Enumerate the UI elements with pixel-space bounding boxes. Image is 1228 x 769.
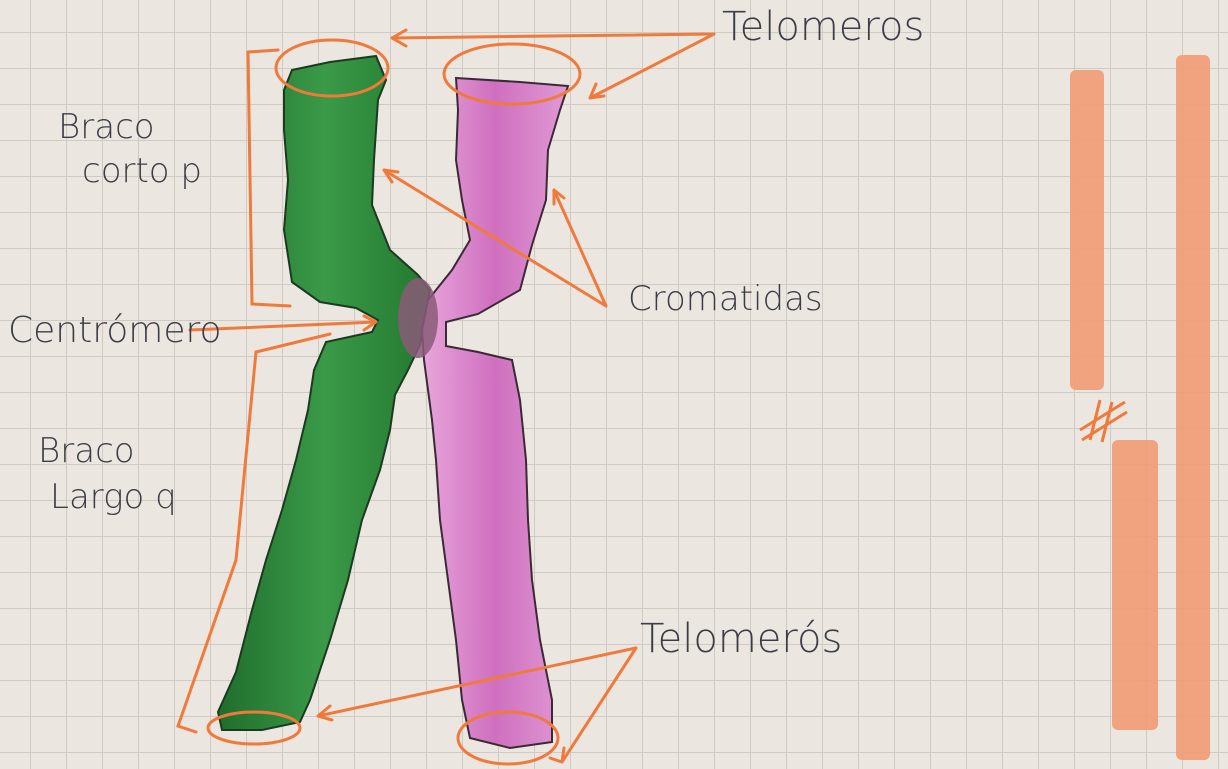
label-centromero: Centrómero <box>8 310 222 351</box>
label-brazo-largo-1: Braco <box>38 431 135 471</box>
label-brazo-largo-2: Largo q <box>50 477 177 517</box>
pink-chromatid <box>422 78 568 748</box>
label-telomeros-top: Telomeros <box>722 4 924 50</box>
label-cromatidas: Cromatidas <box>628 279 823 319</box>
centromere <box>398 278 438 358</box>
label-brazo-corto-1: Braco <box>58 107 155 147</box>
margin-highlight-lines <box>1070 55 1210 760</box>
hash-mark <box>1080 400 1127 442</box>
label-brazo-corto-2: corto p <box>82 151 202 191</box>
label-telomeros-bottom: Telomerós <box>640 616 842 662</box>
